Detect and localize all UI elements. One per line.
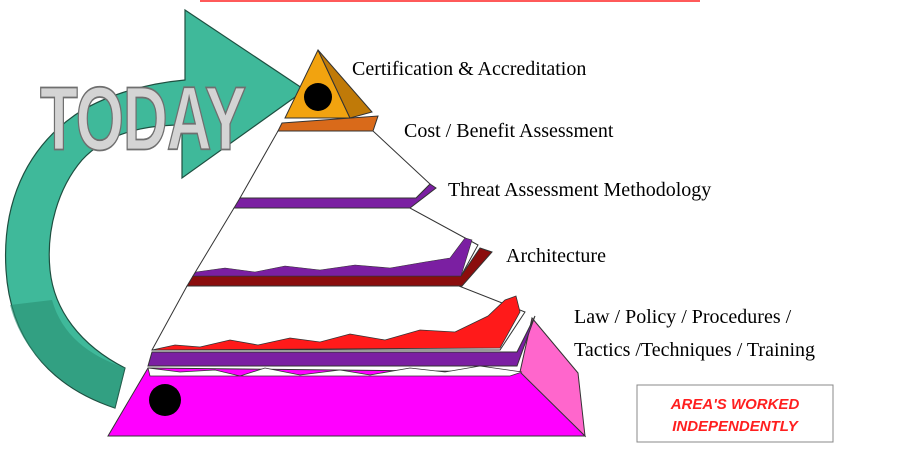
tier-2-front	[239, 130, 431, 199]
tier-apex-side	[317, 49, 373, 119]
legend-frame	[636, 384, 834, 443]
today-arrow-shade	[10, 300, 125, 408]
tier-4-red-fill	[151, 295, 521, 351]
top-rule	[200, 0, 700, 2]
label-certification: Certification & Accreditation	[352, 58, 586, 80]
label-cost-benefit: Cost / Benefit Assessment	[404, 120, 614, 142]
pyramid	[107, 48, 587, 438]
tier-band-purple	[147, 315, 536, 367]
tier-3-purple-edge	[192, 237, 473, 277]
tier-base-side	[519, 316, 586, 438]
tier-base-top-edge	[147, 365, 523, 377]
base-dot	[149, 384, 181, 416]
today-arrow-body	[4, 8, 307, 409]
label-architecture: Architecture	[506, 245, 606, 267]
apex-dot	[304, 83, 332, 111]
label-tactics-training: Tactics /Techniques / Training	[574, 339, 815, 361]
legend-line-1: AREA'S WORKED	[670, 396, 800, 413]
legend-line-2: INDEPENDENTLY	[672, 418, 800, 435]
label-threat-assessment: Threat Assessment Methodology	[448, 179, 711, 201]
today-label: TODAY	[40, 69, 246, 169]
today-arrow: TODAY	[4, 8, 307, 409]
legend-box: AREA'S WORKED INDEPENDENTLY	[636, 384, 834, 443]
label-law-policy: Law / Policy / Procedures /	[574, 306, 792, 328]
